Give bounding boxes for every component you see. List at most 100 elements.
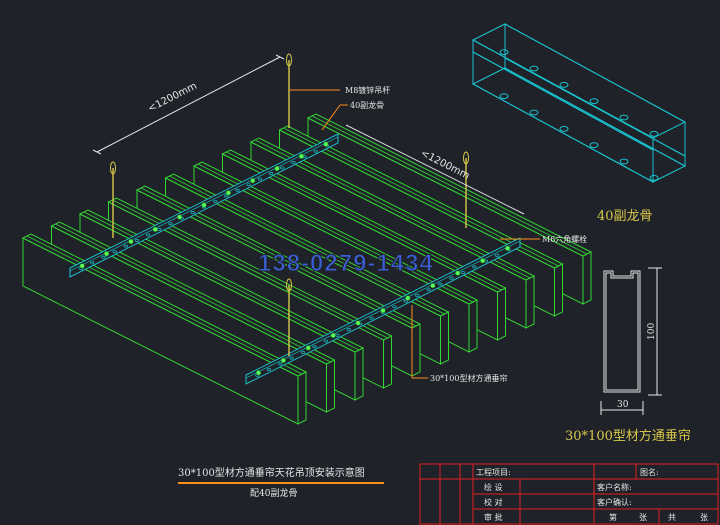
tube-end [383,335,392,389]
keel-hole [289,356,294,360]
keel-hole [90,261,95,265]
tb-sheet-unit1: 张 [639,513,647,522]
keel-detail-hole [559,125,569,132]
bolt-label: M6六角螺栓 [542,234,587,244]
tube-end [497,287,506,341]
keel-detail-hole [649,130,659,137]
tube-end [554,263,563,317]
bolt-dot [225,190,231,196]
leader-lines [290,89,540,379]
keel-detail-hole [529,65,539,72]
bolt-dot [201,202,207,208]
tb-sheet-unit2: 张 [700,513,708,522]
tube-slot [311,115,588,255]
keel-hole [190,211,195,215]
bolt-dot [250,178,256,184]
tube-section [600,267,662,415]
tb-client-name: 客户名称: [597,482,632,492]
bolt-dot [480,258,486,264]
keel-hole [495,253,500,257]
tube-slot [26,235,303,375]
bolt-dot [177,214,183,220]
tube-slot [55,223,331,363]
bolt-dot [280,357,286,363]
keel-hole [101,255,106,259]
tube-slot [254,139,531,279]
rod-top-nut [286,53,292,67]
keel-hole [403,299,408,303]
keel-array [69,133,521,385]
bolt-dot [152,226,158,232]
main-title: 30*100型材方通垂帘天花吊顶安装示意图 [178,466,365,479]
tube-end [354,347,364,401]
keel-hole [312,345,317,349]
bolt-dot [298,153,305,159]
tube-end [525,275,535,329]
bolt-dot [305,345,311,351]
bolt-dot [103,251,110,257]
bolt-dot [380,307,386,314]
bolt-dot [405,295,411,301]
keel-hole [257,177,262,181]
bolt-dot [128,238,134,245]
bolt-dot [79,263,85,269]
bolt-dot [504,245,511,251]
keel-hole [291,160,296,164]
bolt-dot [255,370,262,376]
keel-detail-hole [499,49,509,56]
keel-hole [213,199,218,203]
rod-label: M8镀锌吊杆 [345,85,390,95]
bolt-dot [355,320,361,326]
tube-end [411,323,421,377]
keel-hole [278,362,283,366]
tube-label: 30*100型材方通垂帘 [430,373,507,383]
keel-hole [346,328,351,332]
section-height: 100 [647,323,657,340]
tb-drawn: 绘 设 [484,482,503,492]
keel-detail-hole [619,158,629,165]
keel-hole [426,288,431,292]
keel-hole [112,250,117,254]
keel-hole [146,233,151,237]
keel-detail-hole [499,93,509,100]
keel-hole [449,276,454,280]
bolt-dot [323,141,329,147]
keel-hole [392,305,397,309]
keel-detail-hole [589,98,599,105]
tube-slot [83,211,360,351]
watermark-phone: 138-0279-1434 [258,250,434,277]
keel-hole [266,368,271,372]
bolt-dot [430,282,436,289]
tube-end [297,371,307,425]
keel-hole [437,282,443,286]
tb-client-confirm: 客户确认: [597,497,632,507]
dimension-left [92,54,285,155]
tb-sheet-total: 共 [668,513,676,522]
keel-detail-hole [559,81,569,88]
section-title: 30*100型材方通垂帘 [565,428,691,444]
keel-hole [313,149,318,153]
tube-end [440,311,449,365]
keel-hole [472,265,477,269]
sub-title: 配40副龙骨 [250,487,297,499]
keel-detail-hole [619,114,629,121]
tube-end [582,251,592,305]
tb-check: 校 对 [484,497,503,507]
dimension-right [345,124,525,215]
keel-hole [300,351,306,354]
bolt-dot [274,165,280,172]
keel-detail-hole [649,174,659,181]
tube-end [468,299,478,353]
keel-hole [224,194,229,198]
keel-hole [246,183,251,187]
title-block [419,463,719,525]
rod-top-nut [110,161,116,175]
keel-hole [134,239,140,242]
tube-slot [112,199,388,339]
tb-sheet-no: 第 [609,512,617,522]
section-width: 30 [617,400,629,410]
keel-detail-hole [589,142,599,149]
keel-hole [123,244,128,248]
